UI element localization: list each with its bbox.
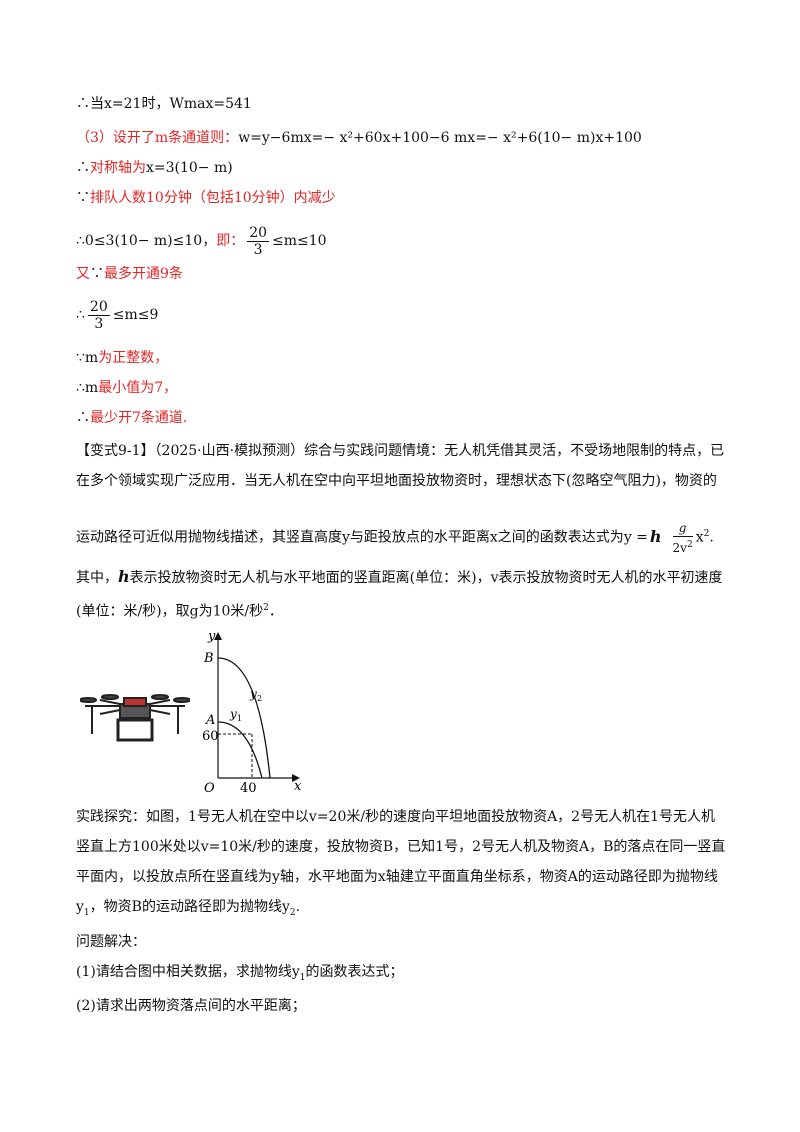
solve-title: 问题解决： <box>76 932 146 952</box>
label-A: A <box>205 713 215 728</box>
text: ∴当x=21时，Wmax=541 <box>76 96 252 112</box>
because-symbol: ∵ <box>90 266 104 282</box>
numerator: 20 <box>87 298 110 316</box>
period: . <box>295 899 301 915</box>
superscript: 2 <box>686 539 693 550</box>
text: ≤m≤9 <box>112 307 159 323</box>
drone-badge-text: OK1 <box>127 727 144 736</box>
drone-image: OK1 <box>80 694 190 742</box>
because-symbol: ∵ <box>76 190 90 206</box>
text: ∴0≤3(10− m)≤10， <box>76 233 217 249</box>
solution-line-1: ∴当x=21时，Wmax=541 <box>76 94 252 114</box>
text-red: 最少开7条通道. <box>90 410 188 426</box>
subscript-2: 2 <box>289 907 296 918</box>
label-x: x <box>294 779 302 794</box>
label-origin: O <box>204 781 215 796</box>
therefore-symbol: ∴ <box>76 307 85 323</box>
label-60: 60 <box>202 729 219 744</box>
because-symbol: ∵ <box>76 350 85 366</box>
intro-text: 表示投放物资时无人机与水平地面的竖直距离(单位：米)，v表示投放物资时无人机的水… <box>76 570 723 620</box>
intro-text: 其中， <box>76 570 118 586</box>
text: w=y−6mx=− x²+60x+100−6 mx=− x²+6(10− m)x… <box>238 130 642 146</box>
text-red: 最多开通9条 <box>104 266 183 282</box>
label-y: y <box>207 629 216 644</box>
subscript-1: 1 <box>83 907 90 918</box>
parabola-y2 <box>217 657 271 779</box>
intro-text: 运动路径可近似用抛物线描述，其竖直高度y与距投放点的水平距离x之间的函数表达式为 <box>76 529 624 546</box>
explore-text: 实践探究：如图，1号无人机在空中以v=20米/秒的速度向平坦地面投放物资A，2号… <box>76 809 726 915</box>
problem-source: （2025·山西·模拟预测） <box>154 443 305 459</box>
y-axis-arrow <box>214 632 222 640</box>
text-red: 对称轴为 <box>90 160 146 176</box>
solution-line-6: 又∵最多开通9条 <box>76 264 183 284</box>
explore-paragraph: 实践探究：如图，1号无人机在空中以v=20米/秒的速度向平坦地面投放物资A，2号… <box>76 802 728 928</box>
q1-text: (1)请结合图中相关数据，求抛物线y <box>76 964 300 980</box>
solve-title-text: 问题解决： <box>76 934 146 950</box>
label-y1-sub: 1 <box>237 714 242 723</box>
denominator: 3 <box>94 315 104 332</box>
formula-h: h <box>649 526 662 546</box>
text: m <box>84 350 99 366</box>
formula-y: y = <box>623 529 648 546</box>
intro-text: 综合与实践问题情境：无人机凭借其灵活，不受场地限制的特点，已在多个领域实现广泛应… <box>76 443 725 489</box>
numerator: 20 <box>247 224 270 242</box>
text-red: 为正整数， <box>98 350 169 366</box>
label-y1: y <box>229 707 237 721</box>
superscript: 2 <box>263 603 269 613</box>
solution-line-2: （3）设开了m条通道则：w=y−6mx=− x²+60x+100−6 mx=− … <box>76 128 642 148</box>
question-2: (2)请求出两物资落点间的水平距离； <box>76 996 306 1016</box>
formula-x: x <box>695 529 704 546</box>
text: ≤m≤10 <box>272 233 327 249</box>
formula-den: 2v2 <box>672 539 693 555</box>
formula-fraction: g 2v2 <box>672 520 693 556</box>
label-40: 40 <box>240 781 257 796</box>
question-1: (1)请结合图中相关数据，求抛物线y1的函数表达式； <box>76 962 403 988</box>
denominator: 3 <box>253 241 263 258</box>
q2-text: (2)请求出两物资落点间的水平距离； <box>76 998 306 1014</box>
solution-line-10: ∴最少开7条通道. <box>76 408 187 428</box>
period: ． <box>268 603 283 620</box>
solution-line-9: ∴m最小值为7， <box>76 378 177 398</box>
text-red: 即： <box>216 233 245 249</box>
x-axis-arrow <box>292 774 300 782</box>
label-B: B <box>203 651 214 666</box>
formula-line: 运动路径可近似用抛物线描述，其竖直高度y与距投放点的水平距离x之间的函数表达式为… <box>76 520 714 556</box>
formula-g: g <box>672 520 693 537</box>
solution-line-4: ∵排队人数10分钟（包括10分钟）内减少 <box>76 188 336 208</box>
therefore-symbol: ∴ <box>76 380 85 396</box>
label-y2-sub: 2 <box>257 694 262 703</box>
text-red: 最小值为7， <box>98 380 178 396</box>
label-y2: y <box>249 687 257 701</box>
problem-intro-2: 其中，h表示投放物资时无人机与水平地面的竖直距离(单位：米)，v表示投放物资时无… <box>76 562 726 627</box>
h-symbol: h <box>118 567 130 586</box>
problem-tag: 【变式9-1】 <box>76 443 155 459</box>
subscript-1: 1 <box>299 972 306 983</box>
superscript: 2 <box>703 529 710 539</box>
explore-text-b: ，物资B的运动路径即为抛物线y <box>89 899 290 915</box>
problem-intro: 【变式9-1】（2025·山西·模拟预测）综合与实践问题情境：无人机凭借其灵活，… <box>76 436 726 496</box>
q1-text-b: 的函数表达式； <box>305 964 404 980</box>
parabola-graph: y x O A B 60 40 y 1 y 2 <box>202 629 302 796</box>
therefore-symbol: ∴ <box>76 410 90 426</box>
text: m <box>84 380 99 396</box>
text-red: 排队人数10分钟（包括10分钟）内减少 <box>90 190 336 206</box>
text: x=3(10− m) <box>146 160 233 176</box>
parabola-y1 <box>217 721 263 779</box>
therefore-symbol: ∴ <box>76 160 90 176</box>
text-red: 又 <box>76 266 90 282</box>
solution-line-3: ∴对称轴为x=3(10− m) <box>76 158 233 178</box>
solution-line-8: ∵m为正整数， <box>76 348 168 368</box>
text-red: （3）设开了m条通道则： <box>76 130 239 146</box>
